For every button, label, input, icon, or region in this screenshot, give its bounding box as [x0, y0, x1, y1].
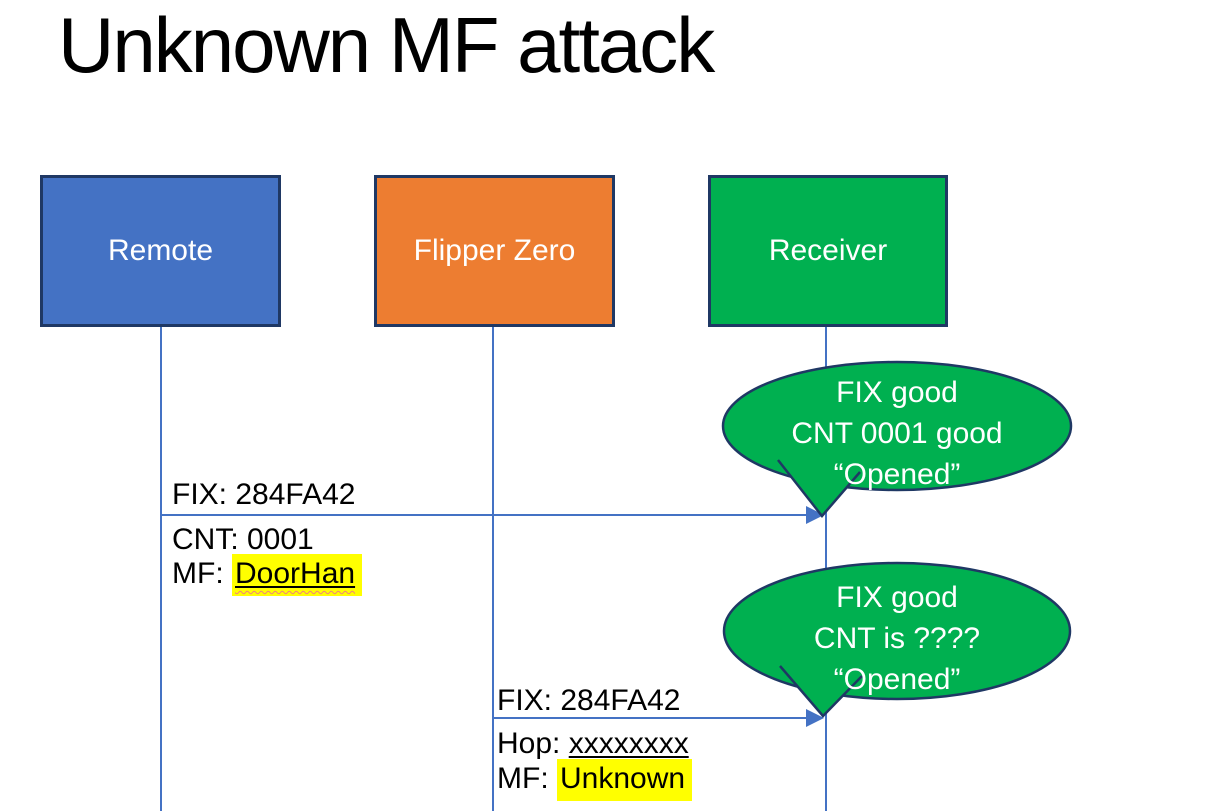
message-1-cnt: CNT: 0001 — [172, 523, 314, 556]
message-2-fix: FIX: 284FA42 — [497, 684, 681, 717]
callout-bubble-1 — [721, 360, 1073, 518]
message-2-mf: MF: Unknown — [497, 759, 693, 801]
message-1-mf-prefix: MF: — [172, 557, 232, 590]
message-2-mf-value: Unknown — [560, 762, 686, 795]
spellcheck-underline: DoorHan — [235, 557, 355, 590]
actor-label-remote: Remote — [107, 234, 214, 267]
spellcheck-underline: xxxxxxxx — [569, 727, 689, 760]
actor-box-receiver: Receiver — [708, 175, 948, 327]
message-arrow-remote-to-receiver — [161, 514, 809, 516]
lifeline-remote — [160, 327, 162, 811]
message-2-mf-prefix: MF: — [497, 762, 557, 795]
callout-2-text: FIX good CNT is ???? “Opened” — [724, 577, 1070, 700]
actor-box-remote: Remote — [40, 175, 281, 327]
message-2-hop: Hop: xxxxxxxx — [497, 725, 689, 763]
message-1-mf-value: DoorHan — [235, 557, 356, 590]
message-2-hop-value: xxxxxxxx — [568, 727, 689, 760]
callout-1-line-1: FIX good — [836, 376, 958, 409]
message-2-hop-prefix: Hop: — [497, 727, 569, 760]
message-arrow-flipper-to-receiver — [493, 717, 809, 719]
callout-1-text: FIX good CNT 0001 good “Opened” — [724, 372, 1070, 495]
callout-2-line-3: “Opened” — [833, 663, 961, 696]
message-1-mf: MF: DoorHan — [172, 554, 363, 596]
actor-label-receiver: Receiver — [768, 234, 888, 267]
highlight: DoorHan — [232, 554, 363, 596]
lifeline-flipper-zero — [492, 327, 494, 811]
actor-box-flipper-zero: Flipper Zero — [374, 175, 615, 327]
highlight: Unknown — [557, 759, 693, 801]
page-title: Unknown MF attack — [58, 1, 715, 89]
callout-1-line-3: “Opened” — [833, 458, 961, 491]
message-1-fix: FIX: 284FA42 — [172, 478, 356, 511]
actor-label-flipper-zero: Flipper Zero — [413, 234, 576, 267]
callout-2-line-1: FIX good — [836, 581, 958, 614]
callout-bubble-2 — [722, 561, 1072, 718]
callout-1-line-2: CNT 0001 good — [791, 417, 1003, 450]
callout-2-line-2: CNT is ???? — [813, 622, 981, 655]
